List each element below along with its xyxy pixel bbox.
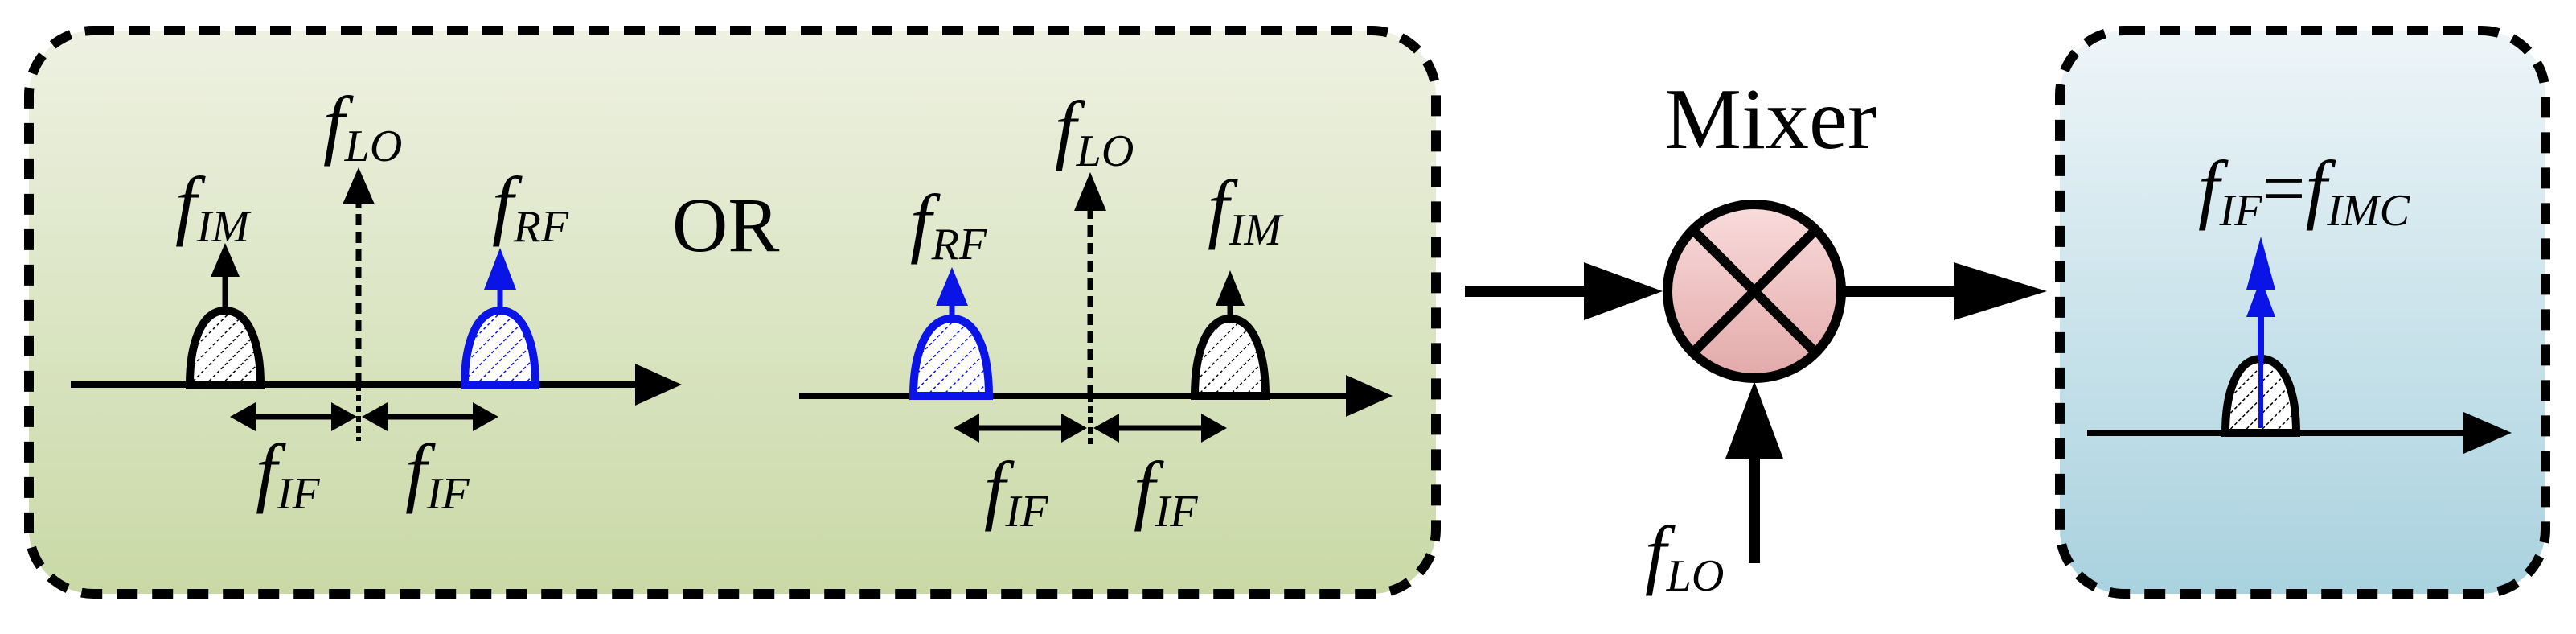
lo-arrowhead — [1074, 172, 1106, 211]
spectrum-output: fIF=fIMC — [2087, 145, 2512, 454]
label-f-lo-mixer: fLO — [1645, 510, 1724, 601]
mixer-title: Mixer — [1664, 72, 1877, 167]
input-spectrum-panel — [24, 26, 1441, 599]
rf-signal-arrowhead — [484, 248, 516, 290]
spectrum-case-1: fLO fIM fRF fIF fIF — [71, 80, 682, 519]
output-spectrum-panel — [2055, 26, 2550, 599]
if-signal-arrowhead — [2246, 237, 2275, 290]
circle-cross-mixer-icon — [1663, 200, 1846, 383]
image-signal-arrowhead — [1216, 270, 1245, 306]
mixer-block: Mixer fLO — [1465, 72, 2047, 601]
image-signal-lobe — [1190, 314, 1270, 400]
label-f-rf-2: fRF — [910, 179, 987, 270]
label-f-if-1a: fIF — [256, 428, 320, 519]
label-f-if-1b: fIF — [405, 428, 470, 519]
axis-arrowhead — [635, 364, 682, 406]
axis-arrowhead — [2463, 412, 2512, 454]
rf-signal-lobe — [909, 314, 994, 400]
axis-arrowhead — [1346, 375, 1393, 417]
spectrum-case-2: fLO fRF fIM fIF fIF — [799, 85, 1393, 537]
image-signal-arrowhead — [211, 243, 240, 277]
or-label: OR — [672, 182, 779, 268]
lo-arrowhead — [343, 167, 375, 204]
label-f-if-eq-f-imc: fIF=fIMC — [2198, 145, 2410, 236]
rf-signal-arrowhead — [936, 267, 968, 306]
rf-signal-lobe — [460, 306, 540, 389]
image-signal-lobe — [185, 306, 265, 389]
